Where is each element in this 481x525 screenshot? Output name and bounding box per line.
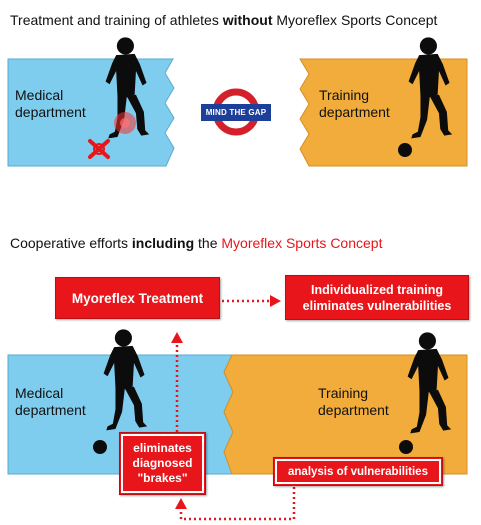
brakes-line3: "brakes"	[137, 471, 188, 485]
mind-the-gap-sign: MIND THE GAP	[201, 104, 271, 121]
dotted-arrow-right	[222, 295, 281, 307]
bottom-heading: Cooperative efforts including the Myoref…	[10, 235, 382, 251]
top-training-label-line1: Training	[319, 87, 370, 103]
bottom-heading-pre: Cooperative efforts	[10, 235, 132, 251]
top-heading-pre: Treatment and training of athletes	[10, 12, 223, 28]
bottom-medical-label-line1: Medical	[15, 385, 64, 401]
dotted-arrow-loop	[175, 487, 296, 521]
myoreflex-treatment-box: Myoreflex Treatment	[55, 277, 220, 319]
brakes-line2: diagnosed	[132, 456, 193, 470]
brakes-line1: eliminates	[133, 441, 192, 455]
top-heading-bold: without	[222, 12, 273, 28]
top-medical-label-line2: department	[15, 104, 86, 120]
eliminates-brakes-box: eliminates diagnosed "brakes"	[119, 432, 206, 495]
top-medical-label-line1: Medical	[15, 87, 64, 103]
bottom-medical-label-line2: department	[15, 402, 86, 418]
training-box-line2: eliminates vulnerabilities	[302, 298, 452, 313]
bottom-training-label-line1: Training	[318, 385, 369, 401]
injury-ball-icon	[93, 143, 105, 155]
analysis-vulnerabilities-box: analysis of vulnerabilities	[273, 457, 443, 486]
top-heading-post: Myoreflex Sports Concept	[272, 12, 438, 28]
bottom-training-ball-icon	[399, 440, 413, 454]
individualized-training-box: Individualized training eliminates vulne…	[285, 275, 469, 320]
top-ball-icon	[398, 143, 412, 157]
top-heading: Treatment and training of athletes witho…	[10, 12, 437, 28]
top-training-label-line2: department	[319, 104, 390, 120]
top-medical-label: Medical department	[15, 87, 86, 121]
top-training-label: Training department	[319, 87, 390, 121]
bottom-heading-bold: including	[131, 235, 195, 251]
training-box-line1: Individualized training	[311, 282, 443, 297]
injury-cross-icon	[88, 139, 110, 159]
bottom-training-label: Training department	[318, 385, 389, 419]
bottom-training-label-line2: department	[318, 402, 389, 418]
bottom-medical-ball-icon	[93, 440, 107, 454]
bottom-medical-label: Medical department	[15, 385, 86, 419]
bottom-heading-red: Myoreflex Sports Concept	[221, 235, 383, 251]
myoreflex-treatment-label: Myoreflex Treatment	[71, 290, 204, 306]
dotted-arrow-up	[171, 332, 183, 432]
bottom-heading-mid: the	[194, 235, 222, 251]
analysis-vulnerabilities-label: analysis of vulnerabilities	[288, 465, 428, 478]
injury-glow-core	[120, 118, 130, 128]
